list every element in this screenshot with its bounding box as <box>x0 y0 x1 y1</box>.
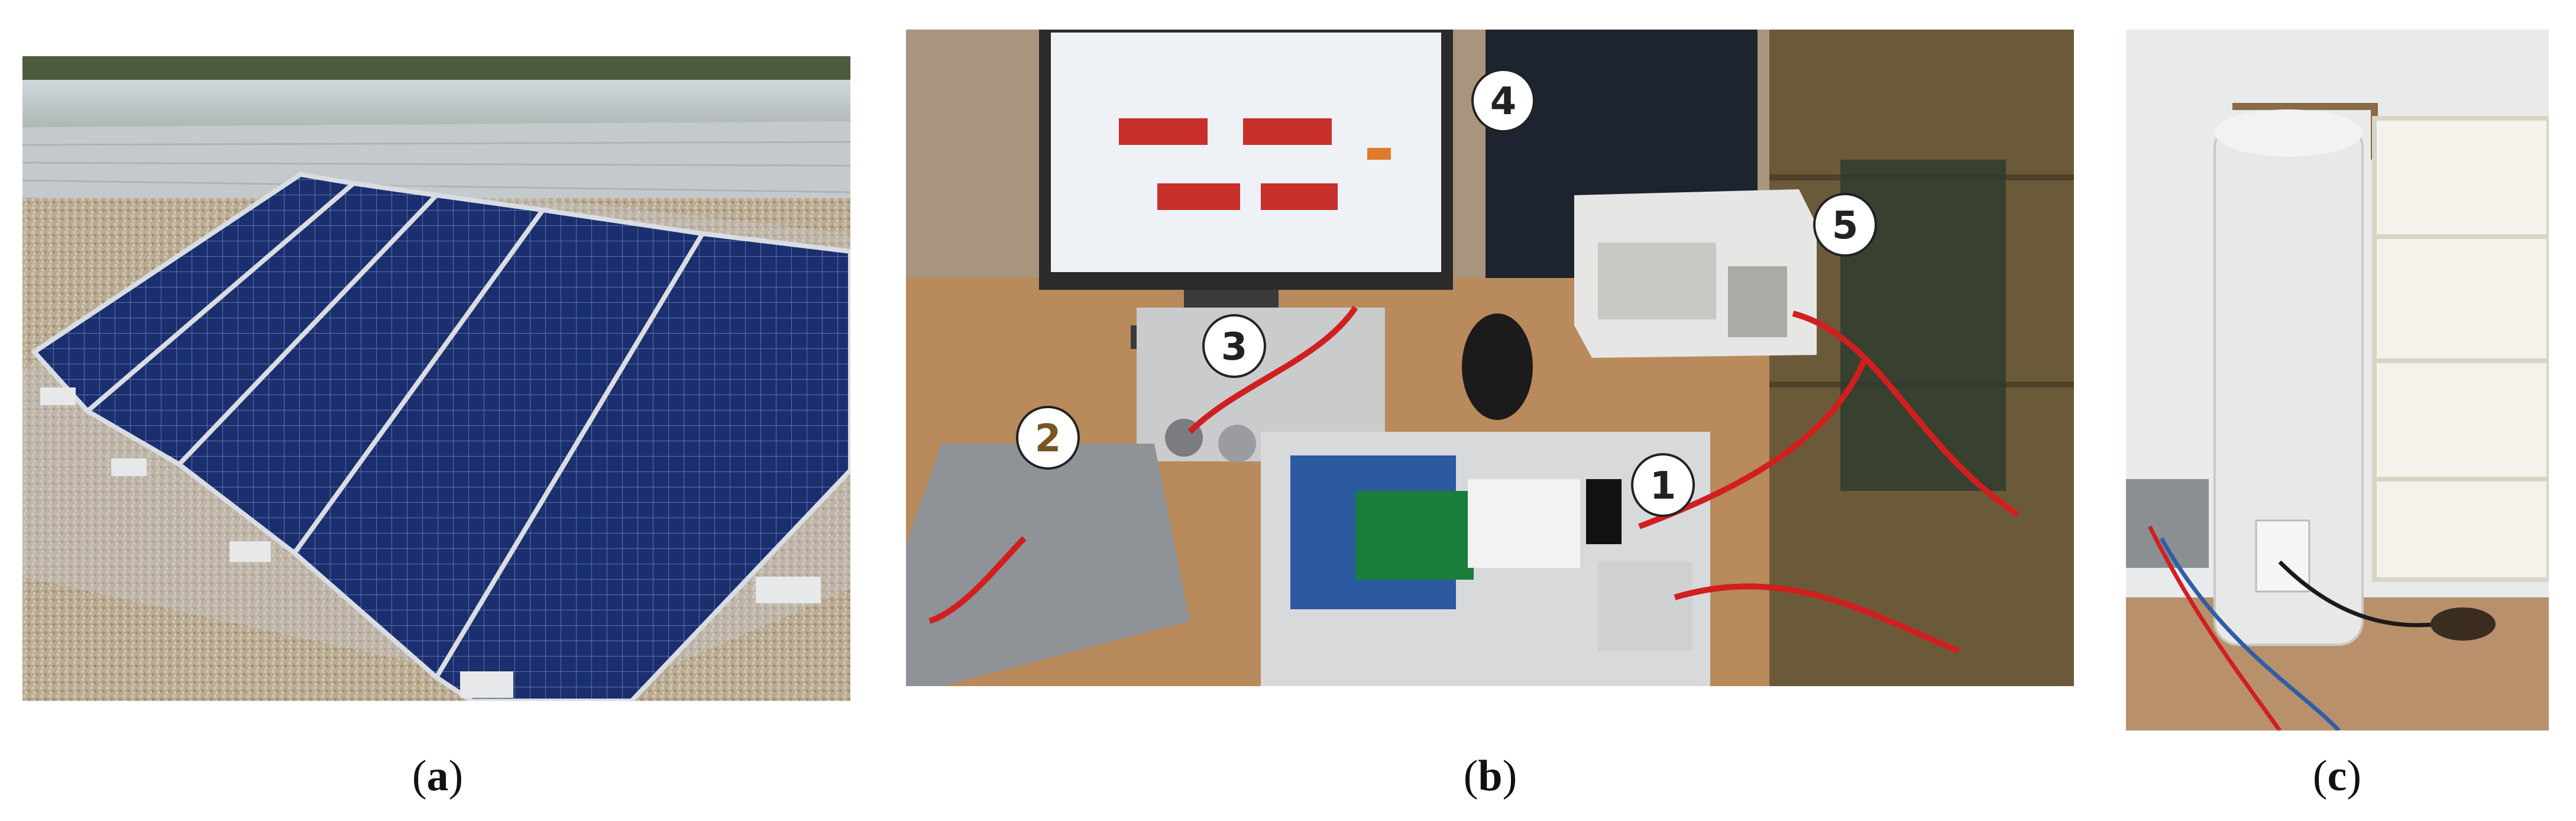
marker-3: 3 <box>1221 325 1248 369</box>
photo-lab-bench: 1 2 3 4 5 <box>906 30 2074 686</box>
photo-water-heater <box>2126 30 2549 731</box>
bench-edge <box>2126 479 2209 568</box>
caption-b: (b) <box>1463 752 1517 800</box>
inverter-heatsink <box>906 444 1190 686</box>
caption-c: (c) <box>2312 752 2362 800</box>
solar-panels <box>30 172 850 701</box>
water-heater-illustration <box>2126 30 2549 731</box>
computer-mouse <box>1462 313 1533 420</box>
pv-array-illustration <box>22 56 850 701</box>
monitor <box>1039 30 1453 349</box>
caption-a: (a) <box>412 752 464 800</box>
photo-pv-array <box>22 56 850 701</box>
ballast-blocks <box>40 387 821 698</box>
marker-4: 4 <box>1490 80 1517 124</box>
marker-5: 5 <box>1832 204 1859 248</box>
marker-1: 1 <box>1650 464 1677 508</box>
pump <box>2431 607 2496 641</box>
lab-bench-illustration: 1 2 3 4 5 <box>906 30 2074 686</box>
water-heater-tank <box>2213 109 2364 646</box>
power-analyzer <box>1574 189 1817 358</box>
numbered-markers <box>1016 69 1877 517</box>
marker-2: 2 <box>1035 417 1062 461</box>
storage-crates <box>2372 116 2549 582</box>
